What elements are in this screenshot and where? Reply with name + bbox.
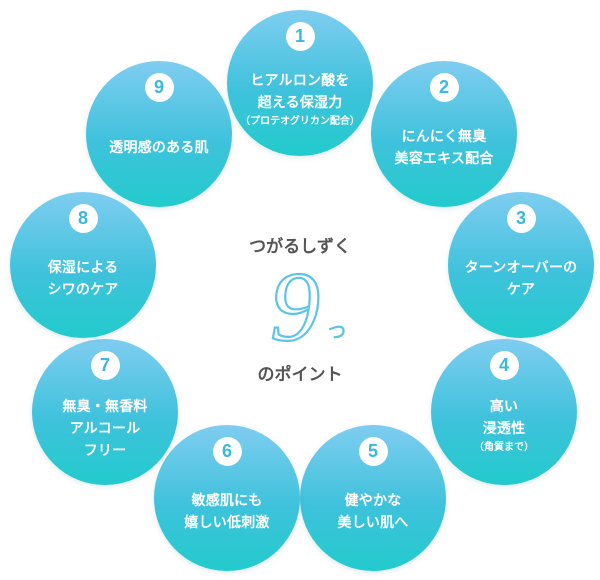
point-9-label-line-1: 透明感のある肌 [109,139,209,156]
point-8-label-line-1: 保湿による [47,259,119,276]
point-9-number: 9 [144,73,174,102]
point-5-number: 5 [358,437,388,466]
point-1-circle: 1 ヒアルロン酸を 超える保湿力 （プロテオグリカン配合） [227,10,373,156]
point-3-circle: 3 ターンオーバーの ケア [448,192,594,338]
center-bottom-text: のポイント [257,365,343,385]
point-4-circle: 4 高い 浸透性 （角質まで） [431,339,577,485]
point-4-sublabel: （角質まで） [474,441,534,453]
point-6-number: 6 [212,437,242,466]
point-4-label-line-1: 高い [489,398,519,415]
point-7-circle: 7 無臭・無香料 アルコール フリー [32,339,178,485]
point-2-label-line-1: にんにく無臭 [401,128,487,145]
point-6-label-line-2: 嬉しい低刺激 [184,514,270,531]
point-7-number: 7 [90,351,120,380]
point-1-label-line-2: 超える保湿力 [257,94,343,111]
point-3-number: 3 [506,204,536,233]
point-8-circle: 8 保湿による シワのケア [10,192,156,338]
center-numeral: 9 [270,258,320,354]
point-8-number: 8 [68,204,98,233]
point-2-circle: 2 にんにく無臭 美容エキス配合 [371,61,517,207]
point-2-label-line-2: 美容エキス配合 [394,150,494,167]
point-5-label-line-1: 健やかな [344,492,402,509]
point-7-label-line-2: アルコール [69,420,141,437]
point-4-number: 4 [489,351,519,380]
point-8-label-line-2: シワのケア [47,281,119,298]
point-7-label-line-3: フリー [83,442,127,459]
point-6-circle: 6 敏感肌にも 嬉しい低刺激 [154,425,300,571]
center-top-text: つがるしずく [249,237,351,257]
point-1-number: 1 [285,22,315,51]
point-3-label-line-1: ターンオーバーの [464,259,578,276]
point-6-label-line-1: 敏感肌にも [191,492,263,509]
point-5-label-line-2: 美しい肌へ [337,514,409,531]
point-4-label-line-2: 浸透性 [482,420,526,437]
point-1-label-line-1: ヒアルロン酸を [250,72,350,89]
center-counter: つ [328,322,346,343]
point-3-label-line-2: ケア [506,281,536,298]
center-numeral-graphic: 9 つ [270,258,346,354]
point-1-sublabel: （プロテオグリカン配合） [240,115,360,127]
point-2-number: 2 [429,73,459,102]
point-7-label-line-1: 無臭・無香料 [62,398,148,415]
point-5-circle: 5 健やかな 美しい肌へ [300,425,446,571]
point-9-circle: 9 透明感のある肌 [86,61,232,207]
